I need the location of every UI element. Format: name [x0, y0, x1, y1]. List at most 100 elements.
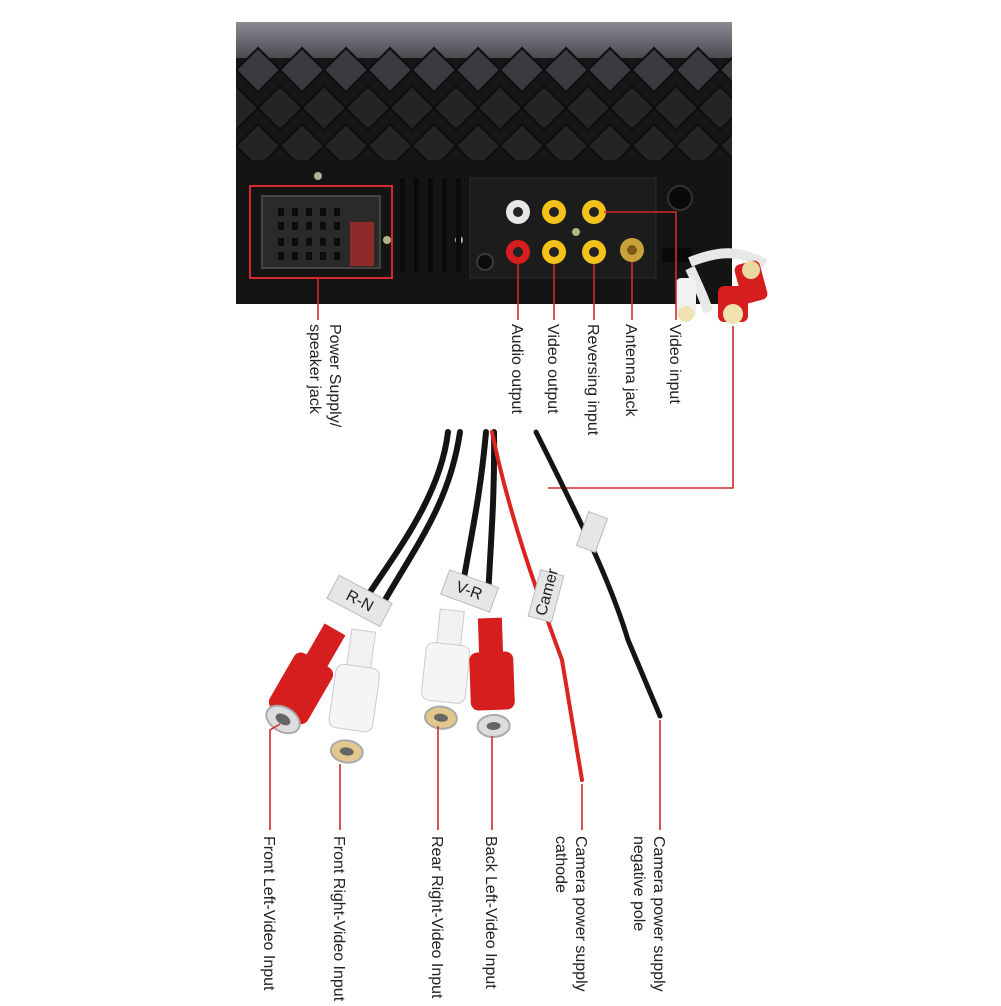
heatsink-diamond	[764, 124, 808, 168]
heatsink-diamond	[366, 122, 414, 160]
rca-plug-front-right	[328, 628, 380, 764]
heatsink-diamond	[236, 84, 260, 132]
heatsink-diamond	[520, 84, 568, 132]
screw	[383, 236, 391, 244]
heatsink-diamond	[236, 46, 282, 94]
heatsink-diamond	[388, 84, 436, 132]
connector-pin	[306, 222, 312, 230]
heatsink-diamond	[410, 122, 458, 160]
heatsink-diamond	[718, 56, 732, 84]
bottom-leader-lines	[269, 720, 661, 830]
cable-tag-camera-neg	[575, 511, 609, 553]
camera-power-cathode-label: Camera power supply	[572, 836, 589, 992]
heatsink-diamond	[236, 68, 238, 72]
heatsink-diamond	[586, 46, 634, 94]
rca-jack-reversing-1	[582, 200, 606, 224]
camera-power-cathode-label-line-2: cathode	[552, 836, 569, 893]
connector-latch	[350, 222, 374, 266]
power-speaker-label-line-2: speaker jack	[306, 324, 323, 415]
camera-power-negative-label: Camera power supply	[650, 836, 667, 992]
connector-pin	[306, 252, 312, 260]
video-output-label: Video output	[544, 324, 561, 414]
red-wire-camera	[490, 430, 584, 782]
heatsink-diamond	[300, 84, 348, 132]
front-left-video-label: Front Left-Video Input	[260, 836, 277, 991]
connector-pin	[278, 222, 284, 230]
heatsink-diamond	[742, 86, 786, 130]
heatsink-diamond	[256, 84, 304, 132]
antenna-jack-label: Antenna jack	[622, 324, 639, 418]
video-input-plug-tip	[742, 261, 760, 279]
black-wire-rear-1	[459, 429, 489, 593]
heatsink-diamond	[498, 46, 546, 94]
connector-pin	[320, 208, 326, 216]
heatsink-diamond	[344, 84, 392, 132]
connector-pin	[320, 238, 326, 246]
heatsink-diamond	[542, 46, 590, 94]
connector-highlight-frame	[249, 185, 393, 279]
cable-tag-front: R-N	[326, 574, 393, 628]
heatsink-diamond	[454, 122, 502, 160]
antenna-jack	[620, 238, 644, 262]
connector-pin	[278, 208, 284, 216]
screw	[572, 228, 580, 236]
heatsink-diamond	[410, 46, 458, 94]
black-wire-camera	[533, 429, 663, 719]
cable-exit	[662, 248, 692, 262]
heatsink-diamond	[586, 122, 634, 160]
heatsink-diamond	[564, 84, 612, 132]
heatsink-diamond	[696, 84, 732, 132]
heatsink-diamond	[630, 122, 678, 160]
heatsink-diamond	[432, 84, 480, 132]
connector-pin	[334, 252, 340, 260]
video-input-pigtail	[676, 248, 768, 324]
connector-pin	[306, 208, 312, 216]
connector-pin	[292, 222, 298, 230]
heatsink-diamond	[322, 122, 370, 160]
connector-pin	[292, 238, 298, 246]
heatsink-diamond	[236, 122, 282, 160]
heatsink-diamond	[652, 84, 700, 132]
connector-pin	[278, 238, 284, 246]
power-speaker-connector	[249, 185, 393, 279]
vent-slots	[400, 178, 461, 272]
cable-tag-camera: Camer	[527, 566, 565, 623]
rca-panel	[469, 177, 657, 279]
camera-power-negative-label-line-2: negative pole	[630, 836, 647, 931]
heatsink-diamond	[674, 46, 722, 94]
microphone-jack	[476, 253, 494, 271]
cable-tags: R-N V-R Camer	[326, 511, 609, 628]
cable-bundle	[362, 429, 663, 782]
heatsink-diamond	[278, 122, 326, 160]
rca-plug-rear-right	[421, 608, 471, 730]
connector-pin	[334, 238, 340, 246]
connector-pin	[292, 208, 298, 216]
rca-jack-reversing-2	[582, 240, 606, 264]
port-hole	[667, 185, 693, 211]
connector-pin	[292, 252, 298, 260]
video-input-label: Video input	[666, 324, 683, 404]
heatsink-diamond	[674, 122, 722, 160]
heatsink-diamond	[718, 132, 732, 160]
connector-pin	[320, 252, 326, 260]
video-input-plug-tip	[723, 304, 743, 324]
reversing-input-label: Reversing input	[584, 324, 601, 436]
rca-jack-audio-white	[506, 200, 530, 224]
connector-pins	[278, 208, 340, 260]
head-unit	[236, 22, 808, 304]
rca-plug-back-left	[469, 617, 515, 738]
connector-pin	[306, 238, 312, 246]
cable-tag-rear: V-R	[440, 569, 500, 613]
heatsink-diamond	[476, 84, 524, 132]
heatsink-diamond	[366, 46, 414, 94]
power-speaker-label: Power Supply/	[326, 324, 343, 428]
heatsink-diamond	[542, 122, 590, 160]
back-left-video-label: Back Left-Video Input	[482, 836, 499, 989]
screw	[314, 172, 322, 180]
connector-pin	[320, 222, 326, 230]
connector-pin	[278, 252, 284, 260]
black-wire-rear-2	[485, 429, 498, 603]
rca-jack-video-output-2	[542, 240, 566, 264]
